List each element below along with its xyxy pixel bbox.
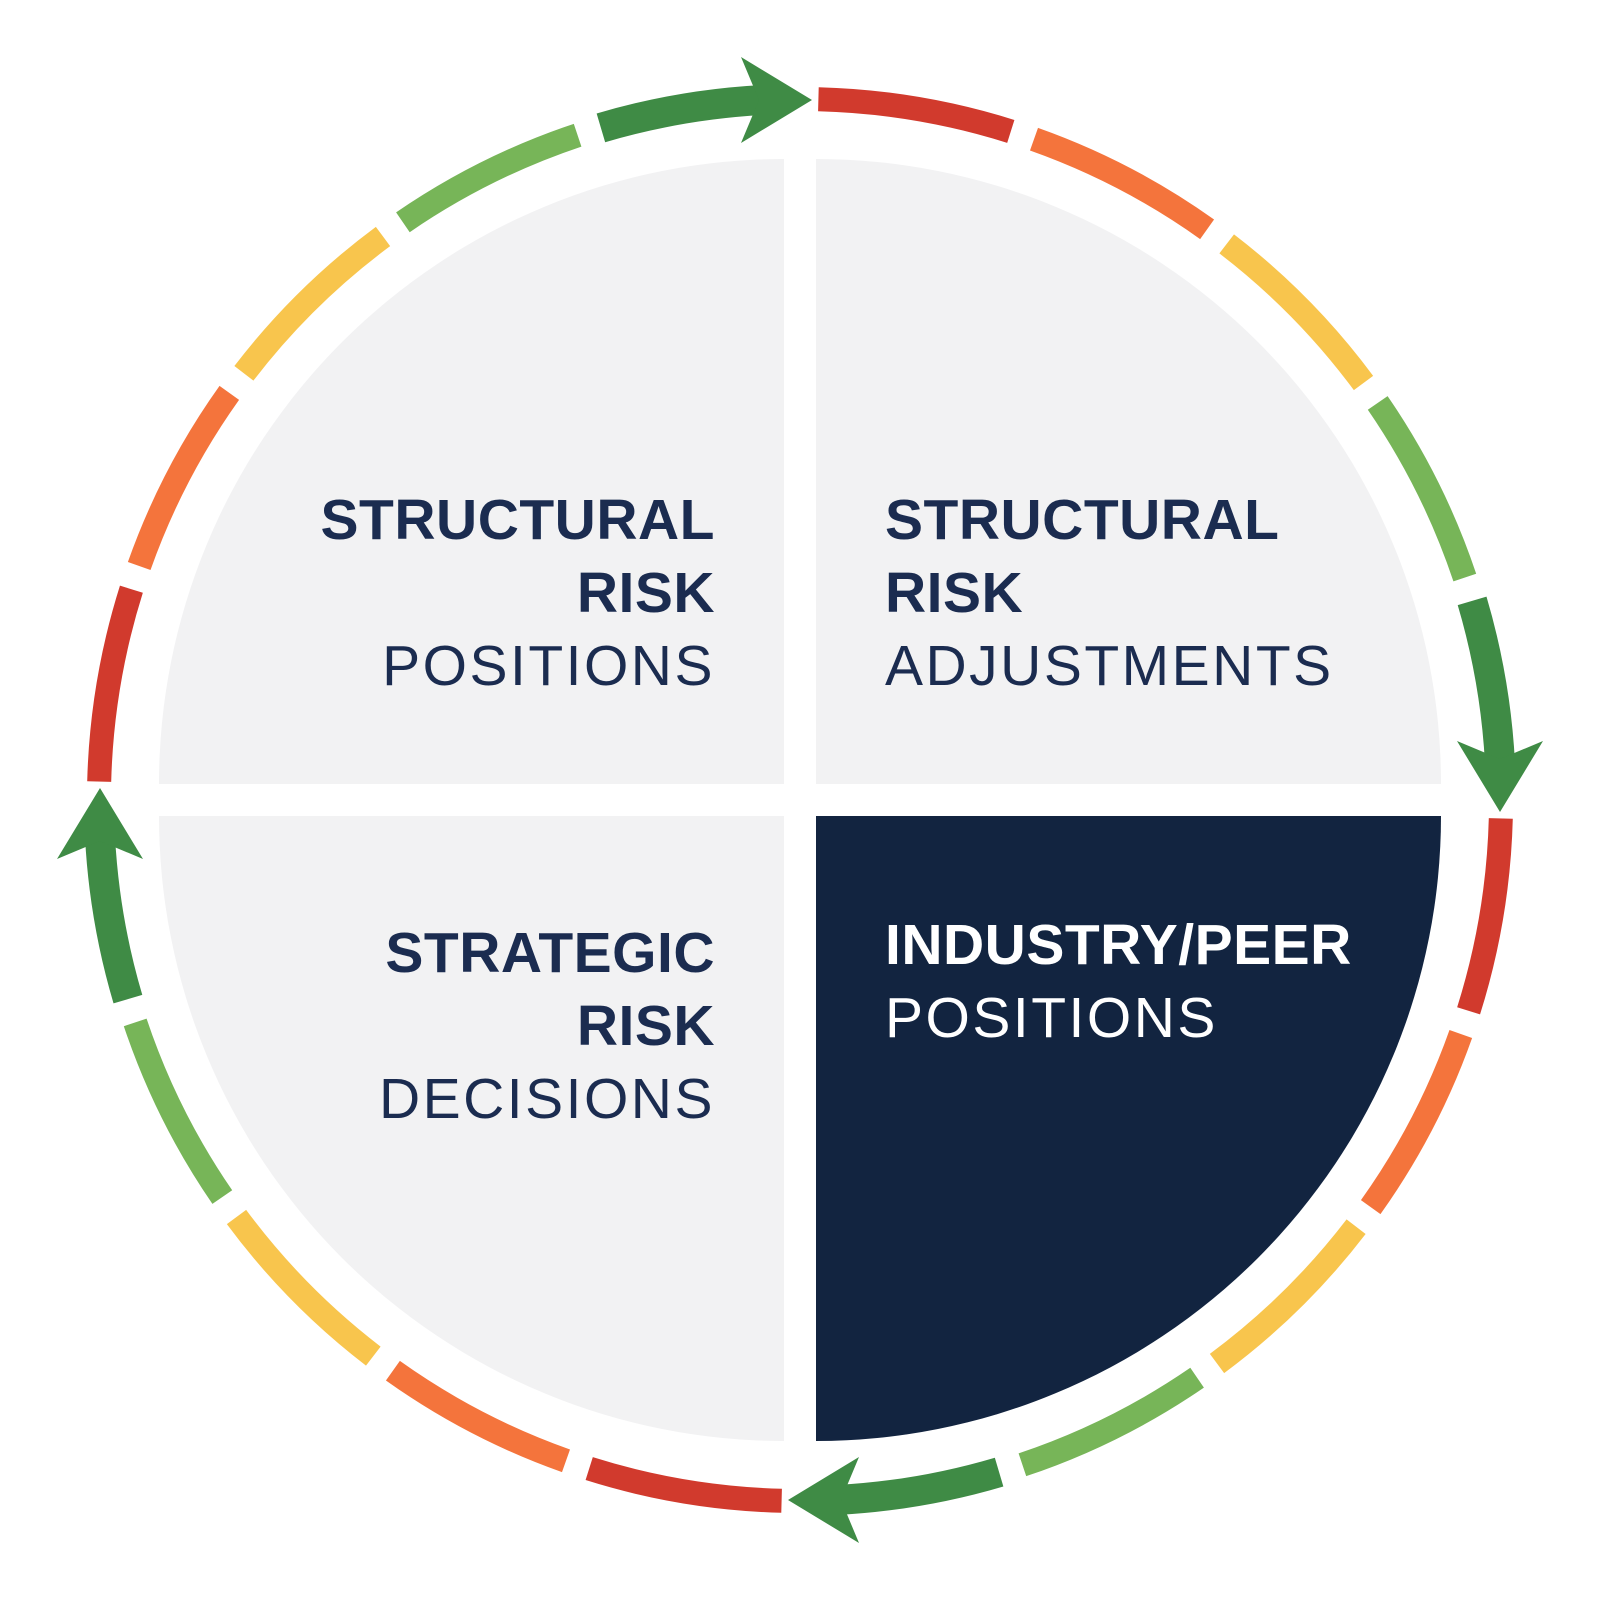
ring-segment-green: [396, 123, 582, 233]
ring-segment-red: [585, 1457, 782, 1513]
quadrant-label-line: STRUCTURAL: [885, 488, 1280, 552]
quadrant-top-left-shape: [159, 159, 784, 784]
ring-segment-red: [1457, 818, 1513, 1015]
clockwise-arrow-tail: [596, 85, 765, 143]
ring-quadrant-top-right: [788, 818, 1513, 1543]
ring-segment-orange: [1029, 127, 1215, 240]
clockwise-arrow-tail: [835, 1457, 1004, 1515]
quadrant-label-line: STRUCTURAL: [320, 488, 715, 552]
quadrant-top-right-shape: [816, 159, 1441, 784]
quadrant-label-line: RISK: [576, 561, 715, 625]
ring-segment-red: [87, 585, 143, 782]
progress-ring: [57, 57, 1543, 1543]
label-strategic-risk-decisions: STRATEGIC RISK DECISIONS: [379, 917, 715, 1136]
quadrant-label-line: RISK: [885, 561, 1024, 625]
ring-segment-yellow: [226, 1209, 381, 1366]
clockwise-arrow-tail: [1457, 596, 1515, 765]
quadrant-label-line: ADJUSTMENTS: [885, 634, 1334, 698]
ring-segment-orange: [127, 385, 240, 571]
quadrant-label-line: POSITIONS: [885, 986, 1218, 1050]
clockwise-arrow-head-icon: [57, 788, 143, 859]
clockwise-arrow-tail: [85, 835, 143, 1004]
label-industry-peer-positions: INDUSTRY/PEER POSITIONS: [885, 909, 1352, 1055]
ring-segment-orange: [385, 1360, 571, 1473]
quadrant-label-line: RISK: [576, 994, 715, 1058]
ring-segment-yellow: [234, 226, 391, 381]
ring-segment-green: [1018, 1367, 1204, 1477]
ring-segment-orange: [1360, 1029, 1473, 1215]
quadrant-label-line: INDUSTRY/PEER: [885, 913, 1352, 977]
quadrant-label-line: STRATEGIC: [385, 921, 715, 985]
ring-quadrant-bottom-left: [57, 788, 782, 1513]
ring-segment-green: [123, 1018, 233, 1204]
ring-segment-green: [1367, 396, 1477, 582]
ring-quadrant-top-left: [818, 87, 1543, 812]
ring-segment-yellow: [1209, 1219, 1366, 1374]
ring-quadrant-bottom-right: [87, 57, 812, 782]
label-structural-risk-adjustments: STRUCTURAL RISK ADJUSTMENTS: [885, 484, 1334, 703]
clockwise-arrow-head-icon: [1457, 741, 1543, 812]
quadrant-label-line: DECISIONS: [378, 1067, 715, 1131]
quadrant-label-line: POSITIONS: [382, 634, 715, 698]
clockwise-arrow-head-icon: [741, 57, 812, 143]
ring-segment-yellow: [1219, 234, 1374, 391]
ring-segment-red: [818, 87, 1015, 143]
quadrant-bottom-left-shape: [159, 816, 784, 1441]
label-structural-risk-positions: STRUCTURAL RISK POSITIONS: [321, 484, 715, 703]
quadrant-bottom-right-shape: [816, 816, 1441, 1441]
clockwise-arrow-head-icon: [788, 1457, 859, 1543]
